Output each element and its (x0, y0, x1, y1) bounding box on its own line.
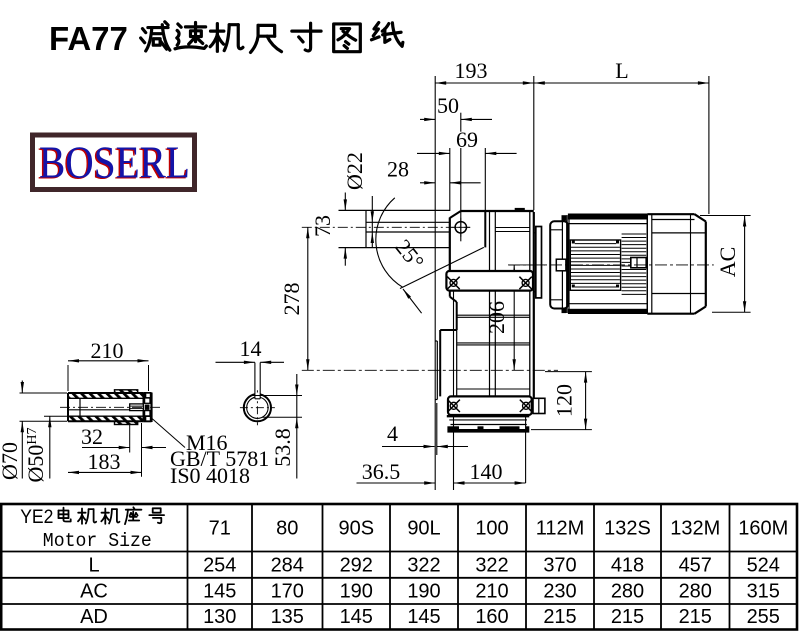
svg-text:132M: 132M (670, 518, 720, 540)
svg-text:71: 71 (209, 518, 231, 540)
svg-text:322: 322 (475, 555, 508, 577)
svg-text:135: 135 (271, 606, 304, 628)
svg-text:73: 73 (310, 215, 335, 237)
svg-text:280: 280 (679, 581, 712, 603)
svg-text:100: 100 (475, 518, 508, 540)
svg-text:145: 145 (203, 581, 236, 603)
svg-text:140: 140 (470, 459, 503, 484)
svg-text:322: 322 (407, 555, 440, 577)
svg-text:230: 230 (543, 581, 576, 603)
svg-text:AD: AD (80, 606, 108, 628)
svg-text:4: 4 (387, 421, 398, 446)
svg-text:YE2: YE2 (20, 507, 53, 528)
svg-text:193: 193 (455, 58, 488, 83)
svg-text:IS0 4018: IS0 4018 (170, 463, 250, 488)
svg-text:210: 210 (91, 338, 124, 363)
svg-text:53.8: 53.8 (270, 428, 295, 467)
svg-text:215: 215 (679, 606, 712, 628)
svg-text:160M: 160M (738, 518, 788, 540)
svg-text:AC: AC (80, 581, 108, 603)
svg-text:130: 130 (203, 606, 236, 628)
svg-text:Motor Size: Motor Size (43, 530, 152, 552)
svg-text:190: 190 (340, 581, 373, 603)
svg-text:370: 370 (543, 555, 576, 577)
svg-text:170: 170 (271, 581, 304, 603)
svg-text:FA77: FA77 (49, 20, 128, 57)
svg-text:190: 190 (407, 581, 440, 603)
svg-text:BOSERL: BOSERL (39, 137, 190, 188)
svg-text:14: 14 (240, 336, 262, 361)
svg-text:215: 215 (611, 606, 644, 628)
svg-text:36.5: 36.5 (362, 459, 401, 484)
svg-text:280: 280 (611, 581, 644, 603)
svg-text:69: 69 (456, 127, 478, 152)
svg-text:M16: M16 (186, 430, 228, 455)
svg-text:284: 284 (271, 555, 304, 577)
svg-text:132S: 132S (604, 518, 651, 540)
svg-text:L: L (88, 555, 99, 577)
svg-text:90L: 90L (407, 518, 440, 540)
svg-text:215: 215 (543, 606, 576, 628)
svg-text:145: 145 (340, 606, 373, 628)
svg-text:255: 255 (747, 606, 780, 628)
svg-text:50: 50 (437, 93, 459, 118)
svg-text:418: 418 (611, 555, 644, 577)
svg-text:183: 183 (88, 449, 121, 474)
svg-text:278: 278 (279, 283, 304, 316)
svg-text:Ø70: Ø70 (0, 442, 22, 480)
svg-text:80: 80 (276, 518, 298, 540)
svg-text:112M: 112M (536, 518, 585, 540)
svg-text:160: 160 (475, 606, 508, 628)
svg-text:254: 254 (203, 555, 236, 577)
svg-text:120: 120 (552, 384, 577, 417)
svg-text:457: 457 (679, 555, 712, 577)
svg-text:Ø22: Ø22 (342, 152, 367, 190)
svg-text:145: 145 (407, 606, 440, 628)
svg-text:206: 206 (484, 301, 509, 334)
svg-text:28: 28 (387, 157, 409, 182)
svg-text:AC: AC (715, 247, 740, 278)
svg-text:524: 524 (747, 555, 780, 577)
svg-text:90S: 90S (338, 518, 374, 540)
svg-text:210: 210 (475, 581, 508, 603)
svg-text:315: 315 (747, 581, 780, 603)
svg-text:GB/T 5781: GB/T 5781 (170, 446, 269, 471)
svg-text:BOSERL: BOSERL (38, 138, 189, 189)
svg-text:L: L (615, 58, 628, 83)
svg-text:292: 292 (340, 555, 373, 577)
svg-text:32: 32 (81, 424, 103, 449)
